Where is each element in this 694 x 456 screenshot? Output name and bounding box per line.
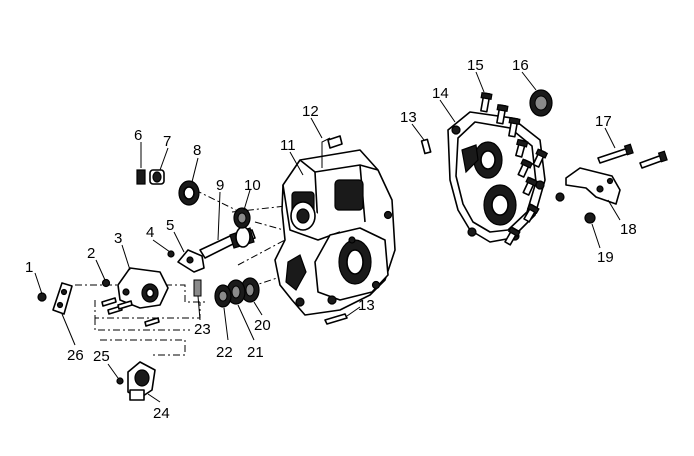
callout-24: 24 [153, 405, 170, 422]
callout-6: 6 [134, 127, 142, 144]
bearing-22 [214, 284, 232, 308]
screw-2 [101, 278, 111, 288]
front-housing [117, 267, 169, 309]
leader-lines [34, 71, 621, 403]
callout-17: 17 [595, 113, 612, 130]
bearing-21 [226, 279, 246, 305]
bearing-20 [240, 277, 260, 303]
clip-6 [136, 169, 146, 185]
callout-12: 12 [302, 103, 319, 120]
callout-11: 11 [280, 137, 296, 154]
callout-15: 15 [467, 57, 484, 74]
main-case-housing [274, 135, 396, 316]
callout-21: 21 [247, 344, 264, 361]
callout-labels: 1 2 3 4 5 6 7 8 9 10 11 12 13 13 14 15 1… [25, 57, 637, 422]
callout-2: 2 [87, 245, 95, 262]
callout-22: 22 [216, 344, 233, 361]
callout-13-upper: 13 [400, 109, 417, 126]
callout-7: 7 [163, 133, 171, 150]
nut-1 [37, 292, 47, 302]
callout-13-lower: 13 [358, 297, 375, 314]
callout-23: 23 [194, 321, 211, 338]
seal-8 [178, 180, 200, 206]
rear-cover [447, 111, 546, 243]
callout-9: 9 [216, 177, 224, 194]
pin-4 [167, 250, 175, 258]
housing-bolts [101, 297, 160, 327]
callout-20: 20 [254, 317, 271, 334]
callout-14: 14 [432, 85, 449, 102]
callout-5: 5 [166, 217, 174, 234]
nut-19 [584, 212, 596, 224]
sensor-24 [127, 361, 156, 401]
callout-18: 18 [620, 221, 637, 238]
shift-lever [177, 249, 205, 273]
screw-25 [116, 377, 124, 385]
callout-19: 19 [597, 249, 614, 266]
bracket-nut [555, 192, 565, 202]
callout-1: 1 [25, 259, 33, 276]
dowel-pin-upper [420, 138, 432, 155]
spring-23 [193, 279, 202, 297]
callout-3: 3 [114, 230, 122, 247]
bracket-26 [52, 282, 73, 315]
callout-4: 4 [146, 224, 154, 241]
callout-25: 25 [93, 348, 110, 365]
callout-8: 8 [193, 142, 201, 159]
long-bolts [597, 143, 668, 169]
cover-bolts [480, 91, 549, 246]
shaft [199, 226, 256, 259]
bearing-10 [233, 207, 251, 229]
bracket [565, 167, 621, 205]
callout-26: 26 [67, 347, 84, 364]
dowel-pin-lower [324, 313, 348, 325]
bushing-7 [149, 169, 165, 185]
callout-16: 16 [512, 57, 529, 74]
seal-16 [529, 89, 553, 117]
callout-10: 10 [244, 177, 261, 194]
